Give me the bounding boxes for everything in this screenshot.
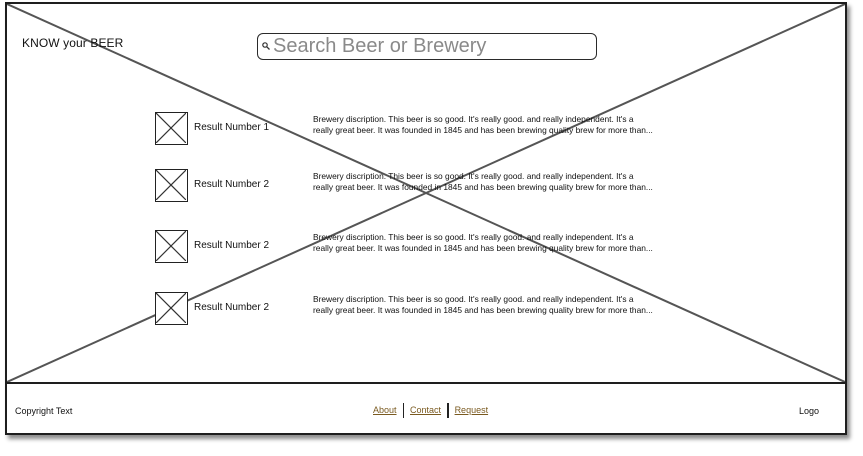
result-thumbnail-placeholder (155, 292, 188, 325)
result-title[interactable]: Result Number 1 (194, 122, 270, 133)
footer: Copyright Text About Contact Request Log… (7, 384, 845, 433)
result-description-line: Brewery discription. This beer is so goo… (313, 114, 634, 124)
footer-links: About Contact Request (367, 402, 494, 418)
footer-link-divider (402, 402, 405, 418)
result-title[interactable]: Result Number 2 (194, 179, 270, 190)
result-item[interactable]: Result Number 2 Brewery discription. Thi… (155, 230, 715, 266)
result-item[interactable]: Result Number 2 Brewery discription. Thi… (155, 169, 715, 205)
result-item[interactable]: Result Number 1 Brewery discription. Thi… (155, 112, 715, 148)
footer-link-divider (447, 402, 449, 418)
footer-link-contact[interactable]: Contact (410, 405, 442, 415)
result-description: Brewery discription. This beer is so goo… (313, 171, 713, 193)
search-icon (262, 42, 270, 50)
result-thumbnail-placeholder (155, 230, 188, 263)
copyright-text: Copyright Text (15, 406, 73, 416)
result-description-line: really great beer. It was founded in 184… (313, 243, 653, 253)
search-input[interactable] (273, 35, 591, 57)
result-description-line: Brewery discription. This beer is so goo… (313, 294, 634, 304)
result-description-line: Brewery discription. This beer is so goo… (313, 171, 634, 181)
result-description-line: really great beer. It was founded in 184… (313, 305, 653, 315)
footer-link-request[interactable]: Request (454, 405, 489, 415)
main-content-area: KNOW your BEER Result Number 1 Brewery d… (7, 4, 845, 384)
result-title[interactable]: Result Number 2 (194, 240, 270, 251)
result-item[interactable]: Result Number 2 Brewery discription. Thi… (155, 292, 715, 328)
wireframe-window: KNOW your BEER Result Number 1 Brewery d… (5, 2, 847, 435)
result-description-line: really great beer. It was founded in 184… (313, 125, 653, 135)
result-description: Brewery discription. This beer is so goo… (313, 294, 713, 316)
footer-link-about[interactable]: About (373, 405, 397, 415)
result-thumbnail-placeholder (155, 169, 188, 202)
result-description: Brewery discription. This beer is so goo… (313, 114, 713, 136)
footer-logo: Logo (798, 406, 819, 416)
result-thumbnail-placeholder (155, 112, 188, 145)
search-bar[interactable] (257, 33, 597, 60)
result-title[interactable]: Result Number 2 (194, 302, 270, 313)
result-description: Brewery discription. This beer is so goo… (313, 232, 713, 254)
result-description-line: Brewery discription. This beer is so goo… (313, 232, 634, 242)
site-logo-text: KNOW your BEER (22, 36, 124, 50)
result-description-line: really great beer. It was founded in 184… (313, 182, 653, 192)
